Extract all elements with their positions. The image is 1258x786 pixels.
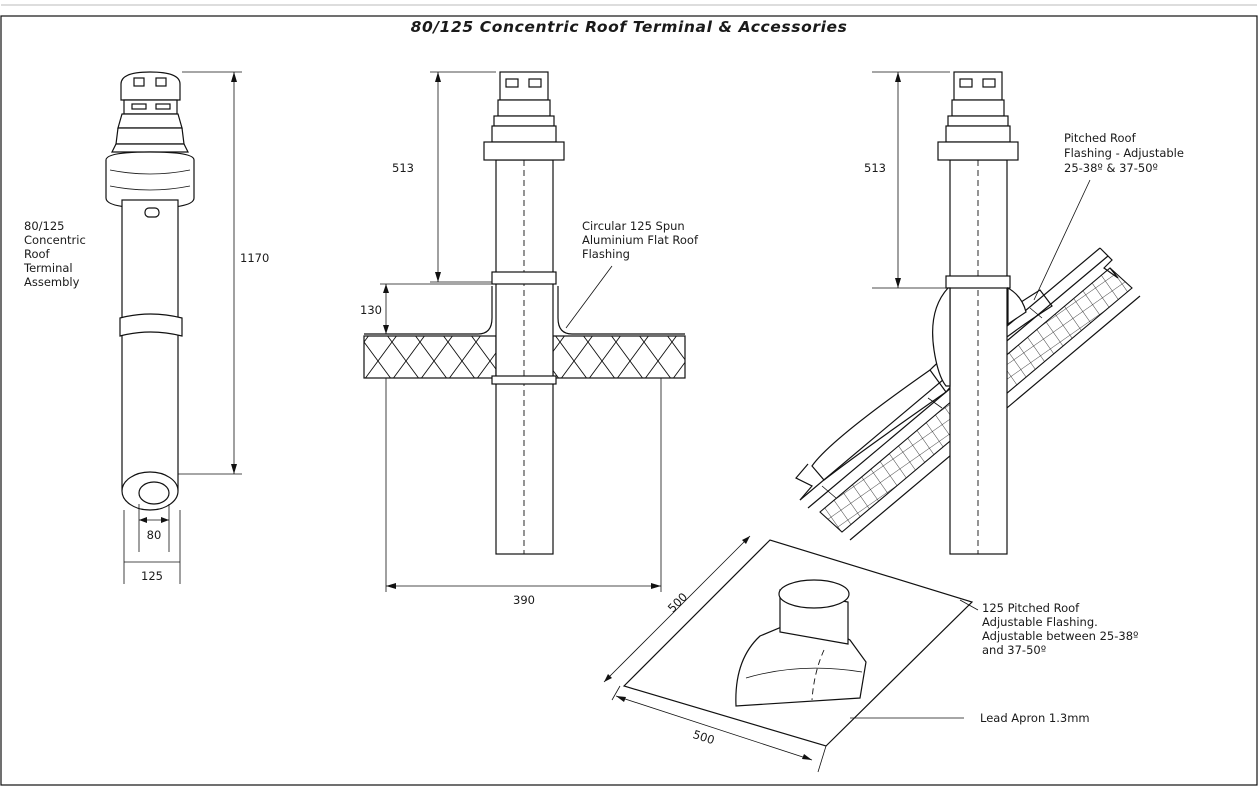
- pitched-roof-drawing: [795, 71, 1141, 555]
- dimension-flat-130: 130: [360, 283, 492, 334]
- svg-text:80/125: 80/125: [24, 219, 64, 233]
- svg-text:513: 513: [864, 161, 886, 175]
- sheet-border: [0, 15, 1258, 786]
- page-title: 80/125 Concentric Roof Terminal & Access…: [411, 18, 848, 36]
- dimension-pitched-513: 513: [864, 71, 950, 289]
- svg-text:80: 80: [147, 528, 162, 542]
- svg-text:Aluminium Flat Roof: Aluminium Flat Roof: [582, 233, 699, 247]
- dimension-1170: 1170: [178, 71, 269, 475]
- flat-roof-drawing: [363, 71, 686, 555]
- svg-text:500: 500: [665, 590, 690, 615]
- dimension-flat-513: 513: [392, 71, 496, 283]
- apron-label: 125 Pitched Roof Adjustable Flashing. Ad…: [959, 599, 1138, 657]
- svg-text:Circular 125 Spun: Circular 125 Spun: [582, 219, 685, 233]
- svg-text:Adjustable Flashing.: Adjustable Flashing.: [982, 615, 1098, 629]
- svg-text:Lead Apron 1.3mm: Lead Apron 1.3mm: [980, 711, 1090, 725]
- svg-text:Roof: Roof: [24, 247, 51, 261]
- apron-flashing-drawing: [622, 539, 974, 747]
- svg-text:Flashing - Adjustable: Flashing - Adjustable: [1064, 146, 1184, 160]
- lead-apron-label: Lead Apron 1.3mm: [850, 711, 1090, 725]
- svg-text:125: 125: [141, 569, 163, 583]
- terminal-assembly-drawing: [105, 71, 195, 511]
- svg-text:Flashing: Flashing: [582, 247, 630, 261]
- svg-text:513: 513: [392, 161, 414, 175]
- terminal-label: 80/125 Concentric Roof Terminal Assembly: [23, 219, 86, 289]
- svg-text:125 Pitched Roof: 125 Pitched Roof: [982, 601, 1080, 615]
- svg-text:and 37-50º: and 37-50º: [982, 643, 1046, 657]
- svg-text:Concentric: Concentric: [24, 233, 86, 247]
- dimension-flat-390: 390: [385, 378, 662, 607]
- svg-text:Assembly: Assembly: [24, 275, 80, 289]
- svg-text:1170: 1170: [240, 251, 269, 265]
- svg-text:Adjustable between 25-38º: Adjustable between 25-38º: [982, 629, 1138, 643]
- svg-text:390: 390: [513, 593, 535, 607]
- pitched-roof-label: Pitched Roof Flashing - Adjustable 25-38…: [1033, 131, 1184, 301]
- svg-text:Terminal: Terminal: [23, 261, 73, 275]
- svg-text:Pitched Roof: Pitched Roof: [1064, 131, 1137, 145]
- dimension-80-125: 80 125: [123, 504, 181, 584]
- svg-text:130: 130: [360, 303, 382, 317]
- flat-roof-label: Circular 125 Spun Aluminium Flat Roof Fl…: [565, 219, 699, 329]
- svg-text:500: 500: [691, 727, 716, 747]
- svg-text:25-38º & 37-50º: 25-38º & 37-50º: [1064, 161, 1158, 175]
